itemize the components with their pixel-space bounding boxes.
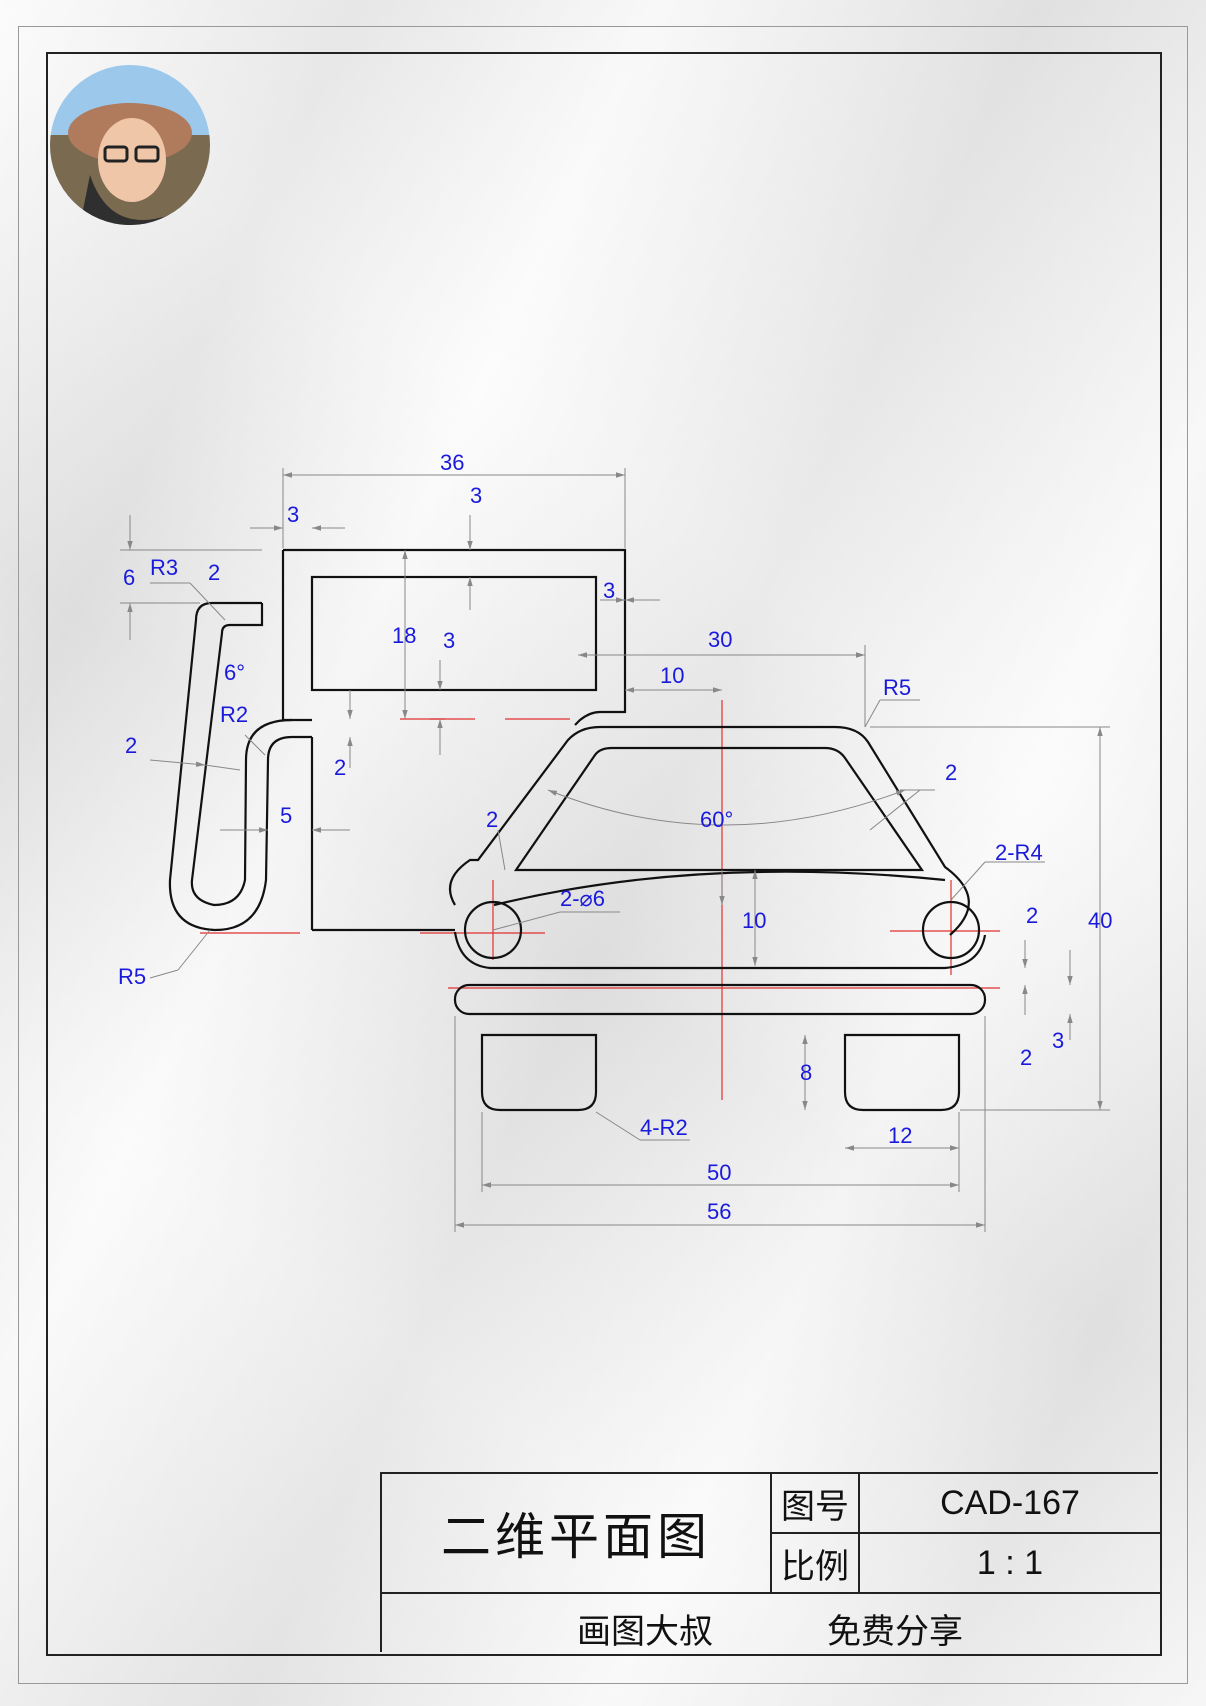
- dim-r5-a: R5: [883, 675, 911, 700]
- dim-40: 40: [1088, 908, 1112, 933]
- dim-30: 30: [708, 627, 732, 652]
- drawing-frame: [46, 52, 1162, 1656]
- dim-5: 5: [280, 803, 292, 828]
- dim-3-d: 3: [443, 628, 455, 653]
- part-outline: [168, 548, 987, 1112]
- dim-3-e: 3: [1052, 1028, 1064, 1053]
- dim-6: 6: [123, 565, 135, 590]
- dim-18: 18: [392, 623, 416, 648]
- dim-10-b: 10: [742, 908, 766, 933]
- dimension-labels: 36 3 3 6 R3 2 3 18 3 30 10 6° R2 2 2 5 R…: [118, 450, 1112, 1224]
- dim-r2: R2: [220, 702, 248, 727]
- drawing-number-label: 图号: [772, 1474, 860, 1534]
- dim-3-a: 3: [287, 502, 299, 527]
- dim-2-c: 2: [334, 755, 346, 780]
- dim-2-a: 2: [208, 560, 220, 585]
- dim-50: 50: [707, 1160, 731, 1185]
- dim-10-a: 10: [660, 663, 684, 688]
- dim-angle-60: 60°: [700, 807, 733, 832]
- dim-56: 56: [707, 1199, 731, 1224]
- title-block: 二维平面图 图号 CAD-167 比例 1 : 1 画图大叔 免费分享: [380, 1472, 1160, 1654]
- dim-2-e: 2: [486, 807, 498, 832]
- dim-8: 8: [800, 1060, 812, 1085]
- share-note: 免费分享: [827, 1612, 963, 1652]
- dim-4-r2: 4-R2: [640, 1115, 688, 1140]
- dim-2-f: 2: [1026, 903, 1038, 928]
- dim-3-b: 3: [470, 483, 482, 508]
- dim-3-c: 3: [603, 578, 615, 603]
- scale-label: 比例: [772, 1534, 860, 1594]
- drawing-title: 二维平面图: [382, 1474, 772, 1594]
- dim-36: 36: [440, 450, 464, 475]
- dim-2-b: 2: [125, 733, 137, 758]
- dimension-lines: [120, 468, 1110, 1232]
- title-block-footer: 画图大叔 免费分享: [382, 1594, 1160, 1654]
- dim-r5-b: R5: [118, 964, 146, 989]
- scale-value: 1 : 1: [860, 1534, 1160, 1594]
- dim-angle-6: 6°: [224, 660, 245, 685]
- drawing-number: CAD-167: [860, 1474, 1160, 1534]
- dim-2-d: 2: [945, 760, 957, 785]
- dim-2-g: 2: [1020, 1045, 1032, 1070]
- dim-r3: R3: [150, 555, 178, 580]
- dim-2-r4: 2-R4: [995, 840, 1043, 865]
- dim-12: 12: [888, 1123, 912, 1148]
- dim-2-dia6: 2-⌀6: [560, 886, 605, 911]
- outer-border: [18, 26, 1188, 1684]
- author-name: 画图大叔: [577, 1612, 713, 1652]
